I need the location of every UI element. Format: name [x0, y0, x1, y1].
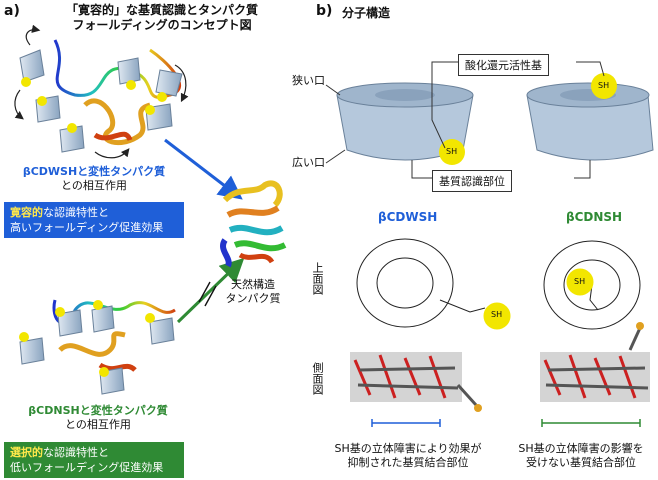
panel-a-title-line1: 「寛容的」な基質認識とタンパク質 [65, 3, 258, 17]
side-view-left [350, 352, 482, 427]
w-interaction-line2: との相互作用 [61, 179, 127, 192]
tolerant-highlight: 寛容的 [10, 206, 43, 219]
sh-ball-right [591, 73, 617, 99]
native-protein-label: 天然構造 タンパク質 [218, 278, 288, 306]
side-view-right [540, 322, 650, 427]
top-view-right [543, 240, 641, 330]
panel-b-title: 分子構造 [342, 6, 391, 20]
panel-a-title: 「寛容的」な基質認識とタンパク質 フォールディングのコンセプト図 [22, 3, 302, 33]
right-compound-name: βCDNSH [566, 210, 623, 224]
sh-label-cone-right: SH [598, 81, 610, 90]
panel-a-title-line2: フォールディングのコンセプト図 [72, 18, 252, 32]
right-caption-line2: 受けない基質結合部位 [526, 456, 636, 469]
site-pointers [325, 61, 605, 179]
wide-mouth-label: 広い口 [292, 156, 325, 169]
sh-ball-left [439, 139, 465, 165]
left-compound-name: βCDWSH [378, 210, 438, 224]
tolerant-line2: 高いフォールディング促進効果 [10, 221, 164, 234]
tolerant-arrow [164, 138, 243, 200]
tolerant-rest: な認識特性と [43, 206, 109, 219]
tolerant-effect-box: 寛容的な認識特性と 高いフォールディング促進効果 [4, 202, 184, 238]
sh-label-cone-left: SH [446, 147, 458, 156]
left-caption-line2: 抑制された基質結合部位 [347, 456, 469, 469]
w-interaction-text: βCDWSHと変性タンパク質 との相互作用 [14, 165, 174, 193]
redox-site-label: 酸化還元活性基 [458, 54, 549, 76]
native-line2: タンパク質 [225, 292, 281, 305]
cd-cone-right [526, 73, 654, 161]
selective-arrow [176, 257, 245, 324]
top-view-label: 上面図 [311, 262, 324, 295]
w-interaction-line1: βCDWSHと変性タンパク質 [22, 165, 166, 178]
right-caption: SH基の立体障害の影響を 受けない基質結合部位 [508, 442, 654, 470]
motion-arrows [14, 24, 189, 159]
selective-effect-box: 選択的な認識特性と 低いフォールディング促進効果 [4, 442, 184, 478]
binding-site-label: 基質認識部位 [432, 170, 512, 192]
panel-a-label: a) [4, 3, 20, 19]
n-interaction-line2: との相互作用 [65, 418, 131, 431]
top-view-left [356, 238, 511, 330]
sh-label-left: SH [491, 310, 503, 319]
selective-line2: 低いフォールディング促進効果 [10, 461, 164, 474]
narrow-mouth-label: 狭い口 [292, 74, 325, 87]
cd-cups-w [19, 49, 183, 153]
left-caption: SH基の立体障害により効果が 抑制された基質結合部位 [328, 442, 488, 470]
n-interaction-text: βCDNSHと変性タンパク質 との相互作用 [18, 404, 178, 432]
selective-highlight: 選択的 [10, 446, 43, 459]
native-line1: 天然構造 [231, 278, 275, 291]
side-view-label: 側面図 [311, 362, 324, 395]
sh-label-right: SH [574, 277, 586, 286]
cd-cone-left [336, 82, 474, 165]
right-caption-line1: SH基の立体障害の影響を [518, 442, 644, 455]
panel-b-label: b) [316, 3, 333, 19]
selective-rest: な認識特性と [43, 446, 109, 459]
blocked-mark [198, 281, 217, 307]
cd-cups-n [19, 300, 175, 395]
n-interaction-line1: βCDNSHと変性タンパク質 [28, 404, 168, 417]
native-protein [220, 180, 287, 268]
left-caption-line1: SH基の立体障害により効果が [334, 442, 482, 455]
